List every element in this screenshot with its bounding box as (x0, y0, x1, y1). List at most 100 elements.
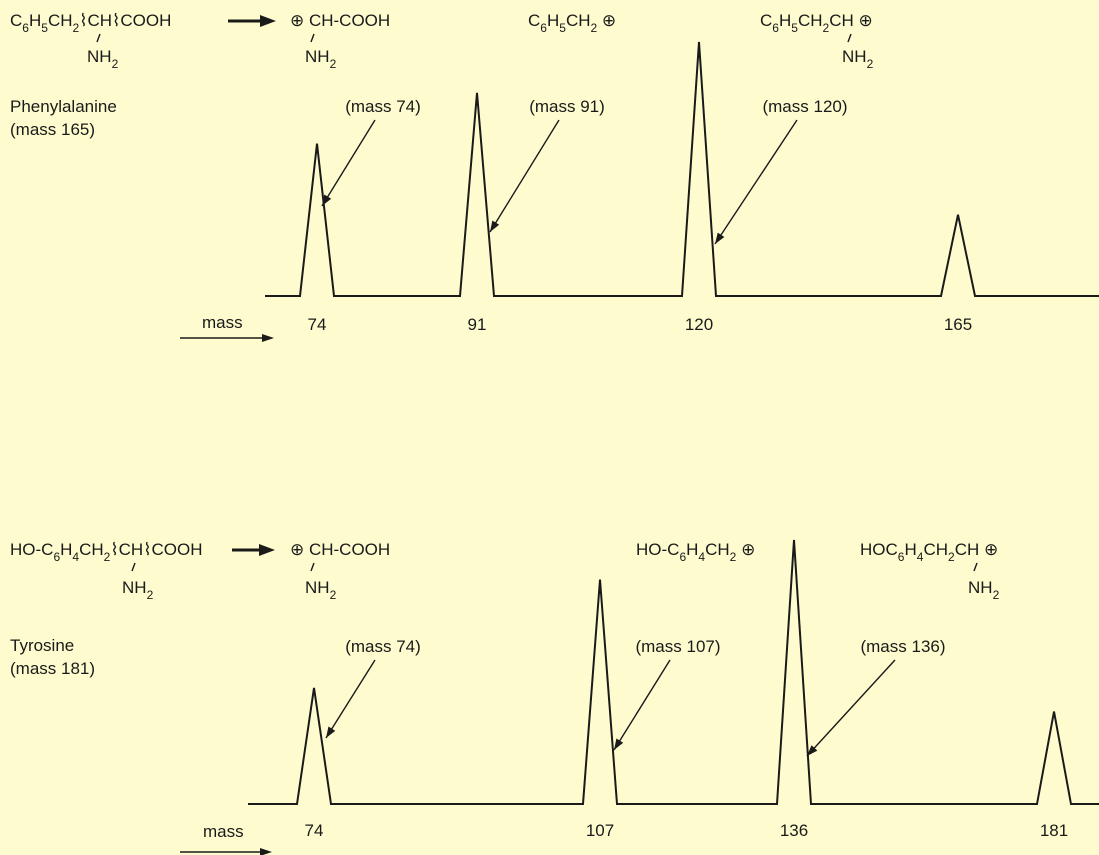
reaction-arrow-icon (259, 544, 275, 556)
formula-part: 6 (22, 21, 29, 35)
formula-part: CH ⊕ (955, 540, 999, 559)
formula-part: ⊕ CH-COOH (290, 540, 390, 559)
formula-part: 2 (867, 57, 874, 71)
pointer-arrowhead-icon (326, 726, 336, 738)
formula-part: NH (842, 47, 867, 66)
bond-tick (973, 562, 978, 572)
formula-part: 2 (73, 21, 80, 35)
formula-part: C (10, 11, 22, 30)
pointer-arrowhead-icon (614, 738, 624, 750)
formula-part: 2 (591, 21, 598, 35)
peak-mass-tick-label: 181 (1040, 821, 1068, 840)
compound-name: Phenylalanine (10, 97, 117, 116)
mass-axis-label: mass (202, 313, 243, 332)
formula-part: 4 (698, 550, 705, 564)
formula-part: CH (48, 11, 73, 30)
fragment-pointer-arrow (714, 119, 798, 245)
formula-part: NH (968, 578, 993, 597)
fragment-mass-label: (mass 107) (635, 637, 720, 656)
formula-part: HO-C (636, 540, 679, 559)
compound-name: Tyrosine (10, 636, 74, 655)
peak-mass-tick-label: 136 (780, 821, 808, 840)
formula-part: CH (79, 540, 104, 559)
fragment-amino-group: NH2 (968, 578, 1000, 602)
formula-part: 2 (147, 588, 154, 602)
formula-part: 4 (72, 550, 79, 564)
formula-part: 2 (823, 21, 830, 35)
peak-mass-tick-label: 91 (468, 315, 487, 334)
formula-part: ⌇CH⌇COOH (110, 540, 202, 559)
formula-part: 6 (898, 550, 905, 564)
formula-part: NH (122, 578, 147, 597)
formula-part: 6 (53, 550, 60, 564)
formula-part: CH (798, 11, 823, 30)
fragment-formula: ⊕ CH-COOH (290, 540, 390, 559)
fragment-mass-label: (mass 136) (860, 637, 945, 656)
formula-part: 2 (112, 57, 119, 71)
peak-mass-tick-label: 74 (308, 315, 327, 334)
formula-part: 2 (730, 550, 737, 564)
formula-part: 2 (993, 588, 1000, 602)
formula-part: H (29, 11, 41, 30)
formula-part: 4 (917, 550, 924, 564)
fragment-formula: C6H5CH2CH ⊕ (760, 11, 873, 35)
pointer-arrowhead-icon (715, 232, 725, 244)
peak-mass-tick-label: 165 (944, 315, 972, 334)
formula-part: H (60, 540, 72, 559)
mass-axis-arrow-icon (262, 334, 274, 342)
fragment-formula: HOC6H4CH2CH ⊕ (860, 540, 998, 564)
pointer-arrowhead-icon (490, 220, 500, 232)
formula-part: CH (566, 11, 591, 30)
mass-axis-arrow-icon (260, 848, 272, 855)
compound-mass: (mass 165) (10, 120, 95, 139)
peak-mass-tick-label: 74 (305, 821, 324, 840)
bond-tick (310, 33, 315, 43)
formula-part: C (528, 11, 540, 30)
formula-part: CH (705, 540, 730, 559)
bond-tick (131, 562, 136, 572)
formula-part: C (760, 11, 772, 30)
mass-axis-label: mass (203, 822, 244, 841)
formula-part: 2 (330, 57, 337, 71)
formula-part: 2 (104, 550, 111, 564)
fragment-pointer-arrow (613, 659, 671, 751)
reactant-amino-group: NH2 (87, 47, 119, 71)
formula-part: 6 (772, 21, 779, 35)
fragment-mass-label: (mass 74) (345, 97, 421, 116)
peak-mass-tick-label: 107 (586, 821, 614, 840)
fragment-mass-label: (mass 74) (345, 637, 421, 656)
formula-part: NH (87, 47, 112, 66)
formula-part: ⊕ CH-COOH (290, 11, 390, 30)
formula-part: HO-C (10, 540, 53, 559)
reaction-arrow-icon (260, 15, 276, 27)
reactant-amino-group: NH2 (122, 578, 154, 602)
fragment-formula: HO-C6H4CH2 ⊕ (636, 540, 755, 564)
formula-part: ⌇CH⌇COOH (79, 11, 171, 30)
formula-part: H (686, 540, 698, 559)
spectrum-trace (265, 41, 1099, 297)
fragment-amino-group: NH2 (305, 47, 337, 71)
formula-part: 2 (948, 550, 955, 564)
fragment-mass-label: (mass 120) (762, 97, 847, 116)
formula-part: HOC (860, 540, 898, 559)
bond-tick (847, 33, 852, 43)
formula-part: 6 (679, 550, 686, 564)
formula-part: NH (305, 578, 330, 597)
bond-tick (96, 33, 101, 43)
formula-part: ⊕ (597, 11, 616, 30)
formula-part: 2 (330, 588, 337, 602)
fragment-pointer-arrow (325, 659, 376, 739)
reactant-formula: HO-C6H4CH2⌇CH⌇COOH (10, 540, 203, 564)
fragment-formula: C6H5CH2 ⊕ (528, 11, 616, 35)
formula-part: 5 (791, 21, 798, 35)
formula-part: 5 (41, 21, 48, 35)
formula-part: CH ⊕ (829, 11, 873, 30)
fragment-mass-label: (mass 91) (529, 97, 605, 116)
fragment-pointer-arrow (489, 119, 560, 233)
formula-part: NH (305, 47, 330, 66)
formula-part: 6 (540, 21, 547, 35)
formula-part: H (904, 540, 916, 559)
